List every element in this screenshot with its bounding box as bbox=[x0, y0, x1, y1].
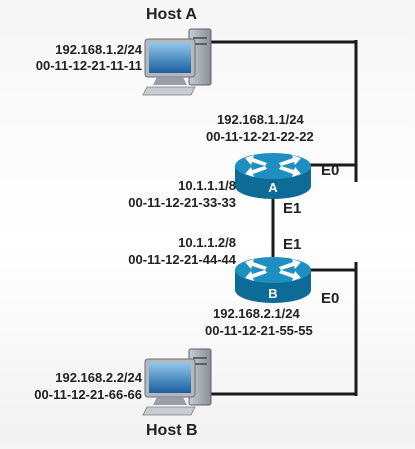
router-a-e1-mac: 00-11-12-21-33-33 bbox=[128, 195, 236, 210]
router-a-label: A bbox=[268, 180, 278, 195]
router-b-e0-ip: 192.168.2.1/24 bbox=[213, 306, 300, 321]
router-a-e0-mac: 00-11-12-21-22-22 bbox=[206, 129, 314, 144]
router-b-e0-name: E0 bbox=[321, 290, 340, 307]
host-a-computer-icon bbox=[142, 28, 212, 96]
router-a-e0-ip: 192.168.1.1/24 bbox=[217, 112, 304, 127]
router-b-e1-mac: 00-11-12-21-44-44 bbox=[128, 252, 236, 267]
router-b-e1-name: E1 bbox=[283, 236, 302, 253]
router-a-e1-name: E1 bbox=[283, 200, 302, 217]
router-b-icon bbox=[235, 257, 311, 303]
host-b-ip: 192.168.2.2/24 bbox=[55, 370, 142, 385]
links bbox=[203, 40, 358, 396]
host-a-ip: 192.168.1.2/24 bbox=[55, 42, 142, 57]
host-a-title: Host A bbox=[146, 6, 197, 23]
host-b-mac: 00-11-12-21-66-66 bbox=[34, 387, 142, 402]
router-b-label: B bbox=[268, 286, 278, 301]
router-b-e0-mac: 00-11-12-21-55-55 bbox=[205, 323, 313, 338]
host-a-mac: 00-11-12-21-11-11 bbox=[35, 58, 142, 73]
host-b-computer-icon bbox=[142, 348, 212, 416]
router-a-icon bbox=[235, 153, 311, 199]
router-a-e0-name: E0 bbox=[321, 162, 340, 179]
router-b-e1-ip: 10.1.1.2/8 bbox=[178, 235, 236, 250]
router-a-e1-ip: 10.1.1.1/8 bbox=[178, 178, 236, 193]
host-b-title: Host B bbox=[146, 422, 198, 439]
